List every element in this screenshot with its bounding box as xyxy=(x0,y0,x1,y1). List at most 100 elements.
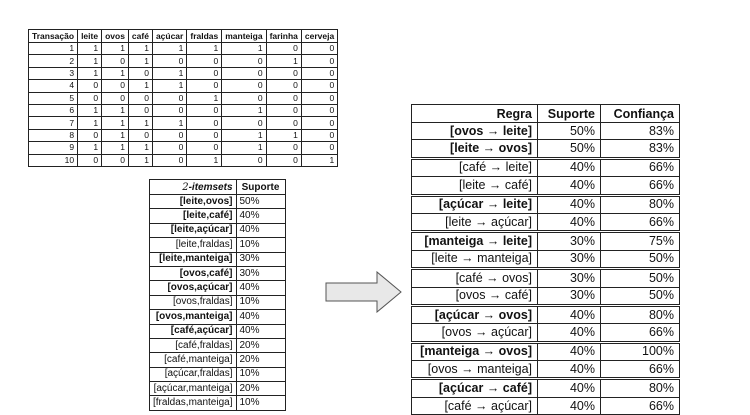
transaction-value-cell: 0 xyxy=(221,153,267,167)
itemset-cell: [açúcar,manteiga] xyxy=(149,381,237,397)
transactions-header-cell: café xyxy=(127,29,153,43)
transaction-value-cell: 0 xyxy=(151,103,188,118)
transaction-value-cell: 1 xyxy=(186,91,223,105)
transaction-value-cell: 1 xyxy=(101,103,129,118)
rule-support-cell: 30% xyxy=(537,249,601,270)
rule-confidence-cell: 66% xyxy=(600,156,680,178)
transaction-value-cell: 1 xyxy=(151,79,188,93)
itemset-cell: [ovos,café] xyxy=(149,265,237,282)
transaction-value-cell: 1 xyxy=(77,54,103,68)
transaction-value-cell: 0 xyxy=(101,153,129,167)
table-row: [café,manteiga]20% xyxy=(149,352,286,368)
transaction-value-cell: 0 xyxy=(151,91,188,105)
transaction-value-cell: 1 xyxy=(265,54,302,68)
rule-confidence-cell: 66% xyxy=(600,323,680,343)
transaction-value-cell: 1 xyxy=(127,54,153,68)
itemset-support-cell: 50% xyxy=(235,193,286,210)
transaction-value-cell: 0 xyxy=(300,128,339,143)
transaction-value-cell: 1 xyxy=(101,41,129,56)
itemset-cell: [ovos,fraldas] xyxy=(149,294,237,311)
itemset-cell: [fraldas,manteiga] xyxy=(149,395,237,411)
transactions-header-cell: ovos xyxy=(101,29,129,43)
table-row: [leite → café]40%66% xyxy=(411,176,680,196)
transaction-value-cell: 1 xyxy=(151,41,188,56)
itemset-cell: [ovos,manteiga] xyxy=(149,309,237,325)
transaction-value-cell: 1 xyxy=(127,79,153,93)
itemset-cell: [café,fraldas] xyxy=(149,337,237,354)
table-row: [leite,café]40% xyxy=(149,208,286,224)
table-row: [açúcar → café]40%80% xyxy=(411,377,680,398)
transactions-header-cell: farinha xyxy=(265,29,302,43)
itemset-support-cell: 20% xyxy=(235,352,286,368)
transaction-value-cell: 0 xyxy=(186,103,223,118)
rules-header-cell: Confiança xyxy=(600,104,680,123)
itemset-support-cell: 10% xyxy=(235,395,286,411)
rule-cell: [açúcar → ovos] xyxy=(411,303,538,325)
table-row: [leite → manteiga]30%50% xyxy=(411,249,680,270)
transaction-value-cell: 0 xyxy=(265,153,302,167)
transaction-value-cell: 0 xyxy=(101,79,129,93)
rule-support-cell: 30% xyxy=(537,286,601,306)
rule-confidence-cell: 80% xyxy=(600,377,680,398)
rule-cell: [leite → açúcar] xyxy=(411,212,538,233)
table-row: [açúcar,fraldas]10% xyxy=(149,366,286,383)
table-row: [leite,fraldas]10% xyxy=(149,237,286,253)
rule-support-cell: 50% xyxy=(537,121,601,141)
transaction-value-cell: 1 xyxy=(221,41,267,56)
rule-confidence-cell: 83% xyxy=(600,139,680,159)
transaction-value-cell: 1 xyxy=(265,128,302,143)
transaction-value-cell: 0 xyxy=(186,128,223,143)
transaction-value-cell: 0 xyxy=(300,79,339,93)
table-row: [açúcar,manteiga]20% xyxy=(149,381,286,397)
transaction-id-cell: 9 xyxy=(27,141,79,155)
itemset-support-cell: 40% xyxy=(235,323,286,339)
itemset-support-cell: 40% xyxy=(235,222,286,239)
itemsets-header-row: 2-itemsets Suporte xyxy=(149,179,286,195)
transaction-value-cell: 0 xyxy=(300,91,339,105)
itemsets-header-number: 2 xyxy=(182,181,189,193)
transaction-value-cell: 1 xyxy=(101,116,129,130)
table-row: [café → açúcar]40%66% xyxy=(411,396,680,415)
table-row: [açúcar → leite]40%80% xyxy=(411,193,680,214)
rule-confidence-cell: 66% xyxy=(600,212,680,233)
transaction-value-cell: 0 xyxy=(265,116,302,130)
table-row: [açúcar → ovos]40%80% xyxy=(411,303,680,325)
table-row: [manteiga → leite]30%75% xyxy=(411,230,680,251)
itemset-cell: [açúcar,fraldas] xyxy=(149,366,237,383)
transaction-value-cell: 0 xyxy=(300,66,339,81)
rule-support-cell: 50% xyxy=(537,139,601,159)
transaction-value-cell: 0 xyxy=(221,116,267,130)
transaction-value-cell: 1 xyxy=(127,41,153,56)
rule-support-cell: 30% xyxy=(537,267,601,288)
table-row: [leite,manteiga]30% xyxy=(149,251,286,267)
rule-confidence-cell: 66% xyxy=(600,396,680,415)
rule-support-cell: 30% xyxy=(537,230,601,251)
itemset-support-cell: 40% xyxy=(235,309,286,325)
transaction-value-cell: 0 xyxy=(265,41,302,56)
transaction-id-cell: 8 xyxy=(27,128,79,143)
itemset-cell: [café,manteiga] xyxy=(149,352,237,368)
rule-confidence-cell: 83% xyxy=(600,121,680,141)
transaction-value-cell: 1 xyxy=(77,141,103,155)
itemset-cell: [leite,manteiga] xyxy=(149,251,237,267)
table-row: [fraldas,manteiga]10% xyxy=(149,395,286,411)
transaction-value-cell: 0 xyxy=(300,116,339,130)
table-row: [leite → ovos]50%83% xyxy=(411,139,680,159)
table-row: [ovos → manteiga]40%66% xyxy=(411,360,680,380)
transaction-value-cell: 0 xyxy=(77,91,103,105)
transaction-id-cell: 6 xyxy=(27,103,79,118)
rules-header-cell: Suporte xyxy=(537,104,601,123)
transaction-value-cell: 1 xyxy=(101,141,129,155)
table-row: [café → leite]40%66% xyxy=(411,156,680,178)
transaction-id-cell: 5 xyxy=(27,91,79,105)
transaction-value-cell: 0 xyxy=(127,66,153,81)
rule-support-cell: 40% xyxy=(537,212,601,233)
table-row: [leite → açúcar]40%66% xyxy=(411,212,680,233)
rule-cell: [manteiga → ovos] xyxy=(411,340,538,362)
transaction-value-cell: 1 xyxy=(151,66,188,81)
